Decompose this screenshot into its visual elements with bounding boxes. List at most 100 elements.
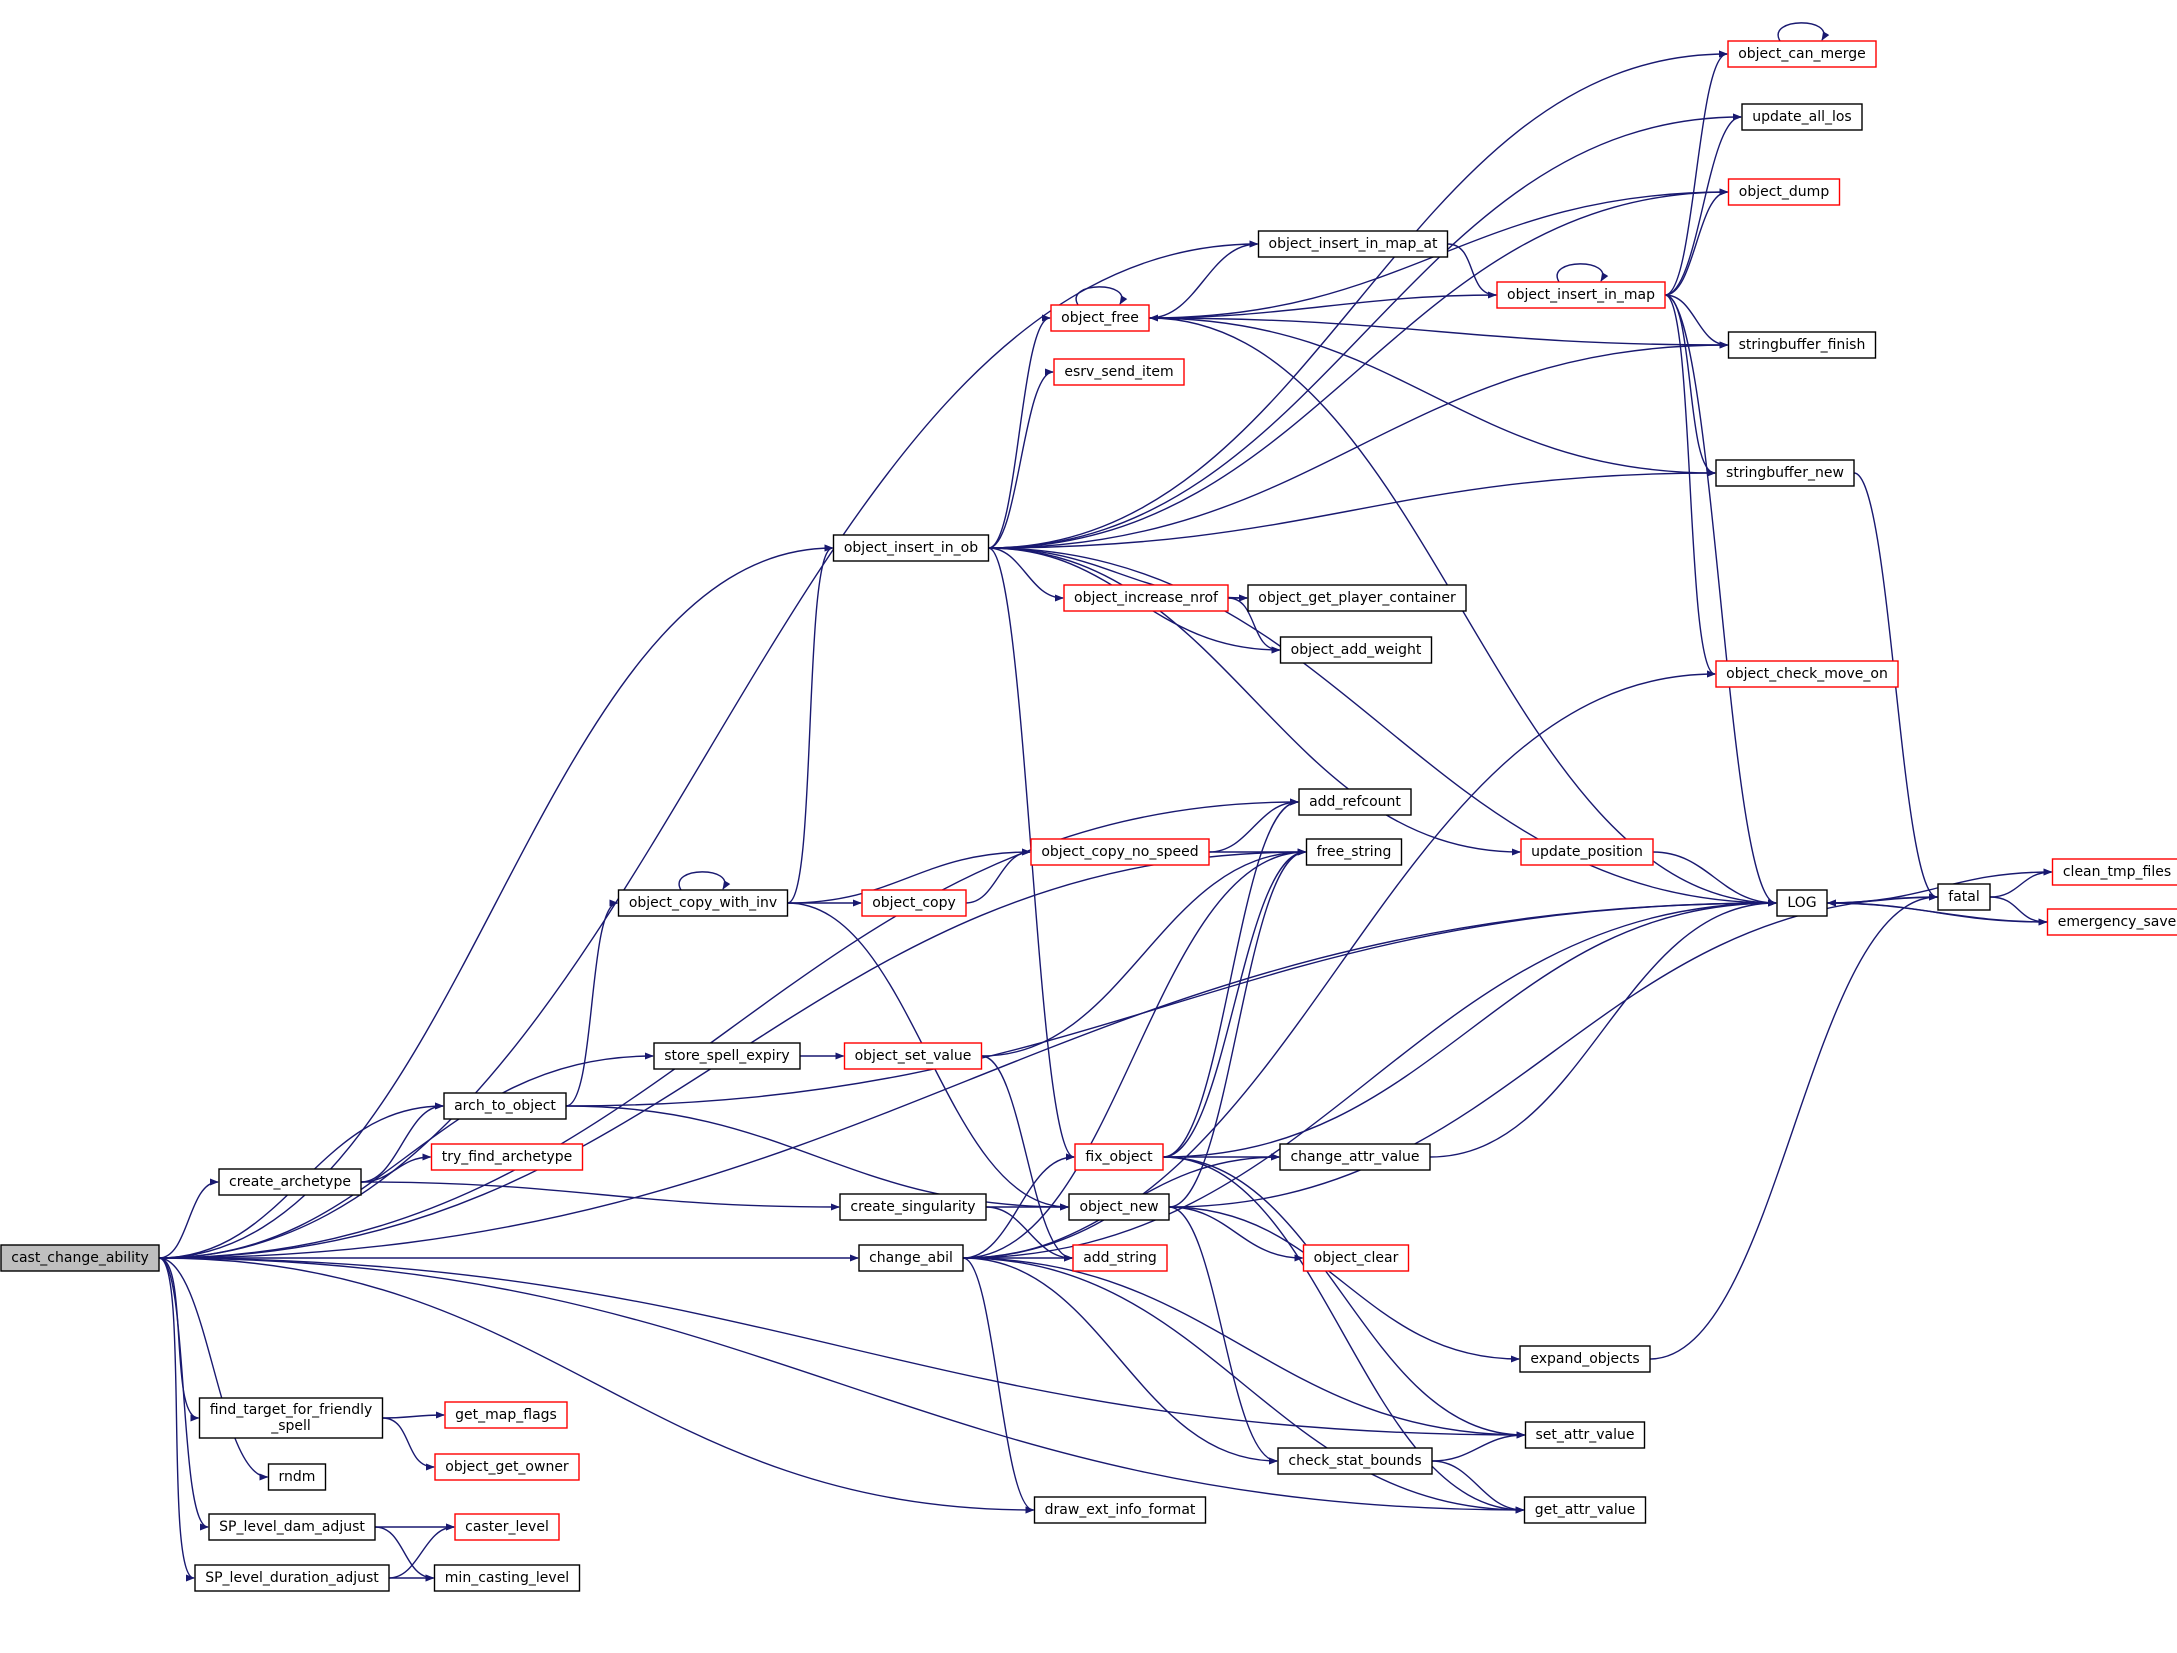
call-edge-object_insert_in_map-to-update_all_los [1664,113,1742,296]
call-edge-cast_change_ability-to-SP_level_dam_adjust [158,1257,209,1531]
function-node-object_copy[interactable]: object_copy [861,889,967,917]
function-node-update_position[interactable]: update_position [1520,838,1654,866]
function-node-label: add_refcount [1309,794,1401,810]
function-node-label: draw_ext_info_format [1045,1502,1196,1518]
function-node-object_check_move_on[interactable]: object_check_move_on [1715,660,1899,688]
function-node-free_string[interactable]: free_string [1305,838,1403,866]
function-node-box [1279,636,1433,664]
call-edge-object_free-to-stringbuffer_finish [1148,317,1729,349]
function-node-box [1257,230,1449,258]
function-node-check_stat_bounds[interactable]: check_stat_bounds [1277,1447,1433,1475]
function-node-object_dump[interactable]: object_dump [1727,178,1841,206]
function-node-object_copy_no_speed[interactable]: object_copy_no_speed [1030,838,1210,866]
function-node-label: store_spell_expiry [664,1048,789,1064]
call-edge-object_free-to-object_free [1075,286,1128,306]
function-node-box [1033,1496,1207,1524]
call-edge-object_insert_in_map-to-object_free [1149,294,1498,322]
function-node-add_string[interactable]: add_string [1072,1244,1168,1272]
function-node-draw_ext_info_format[interactable]: draw_ext_info_format [1033,1496,1207,1524]
function-node-object_insert_in_map[interactable]: object_insert_in_map [1496,281,1666,309]
function-node-SP_level_duration_adjust[interactable]: SP_level_duration_adjust [194,1564,390,1592]
function-node-add_refcount[interactable]: add_refcount [1298,788,1412,816]
function-node-stringbuffer_new[interactable]: stringbuffer_new [1715,459,1855,487]
function-node-label: expand_objects [1530,1351,1639,1367]
call-edge-check_stat_bounds-to-set_attr_value [1431,1431,1526,1462]
function-node-object_free[interactable]: object_free [1050,304,1150,332]
function-node-esrv_send_item[interactable]: esrv_send_item [1053,358,1185,386]
function-node-box [1053,358,1185,386]
function-node-change_abil[interactable]: change_abil [858,1244,964,1272]
call-edge-cast_change_ability-to-draw_ext_info_format [158,1257,1035,1514]
function-node-object_add_weight[interactable]: object_add_weight [1279,636,1433,664]
call-edge-cast_change_ability-to-LOG [158,899,1777,1259]
call-edge-create_archetype-to-create_singularity [360,1181,840,1211]
function-node-SP_level_dam_adjust[interactable]: SP_level_dam_adjust [208,1513,376,1541]
call-edge-find_target_for_friendly_spell-to-object_get_owner [382,1417,435,1471]
function-node-caster_level[interactable]: caster_level [454,1513,560,1541]
function-node-object_copy_with_inv[interactable]: object_copy_with_inv [617,889,789,917]
function-node-object_new[interactable]: object_new [1068,1193,1170,1221]
call-edge-change_abil-to-check_stat_bounds [962,1257,1278,1465]
call-edge-fix_object-to-add_refcount [1162,798,1299,1158]
function-node-object_get_player_container[interactable]: object_get_player_container [1247,584,1467,612]
function-node-fix_object[interactable]: fix_object [1074,1143,1164,1171]
function-node-object_can_merge[interactable]: object_can_merge [1727,40,1877,68]
function-node-get_map_flags[interactable]: get_map_flags [444,1401,568,1429]
call-edge-object_insert_in_ob-to-esrv_send_item [988,368,1054,549]
call-edge-object_free-to-stringbuffer_new [1148,317,1716,477]
call-edge-fix_object-to-get_attr_value [1162,1156,1525,1514]
function-node-object_get_owner[interactable]: object_get_owner [434,1453,580,1481]
function-node-object_clear[interactable]: object_clear [1302,1244,1410,1272]
function-node-arch_to_object[interactable]: arch_to_object [443,1092,567,1120]
function-node-label: get_map_flags [455,1407,557,1423]
function-node-cast_change_ability[interactable]: cast_change_ability [0,1244,160,1272]
function-node-box [1063,584,1229,612]
function-node-set_attr_value[interactable]: set_attr_value [1524,1421,1646,1449]
call-edge-object_insert_in_map-to-object_insert_in_map [1556,263,1609,283]
function-node-box [1247,584,1467,612]
call-edge-change_abil-to-set_attr_value [962,1257,1526,1439]
function-node-object_increase_nrof[interactable]: object_increase_nrof [1063,584,1229,612]
function-node-label: object_insert_in_map [1507,287,1655,303]
function-node-find_target_for_friendly_spell[interactable]: find_target_for_friendly_spell [198,1397,384,1439]
function-node-try_find_archetype[interactable]: try_find_archetype [430,1143,584,1171]
call-edge-object_copy_no_speed-to-add_refcount [1208,798,1299,853]
function-node-rndm[interactable]: rndm [267,1463,327,1491]
function-node-label: arch_to_object [454,1098,556,1114]
call-edge-create_archetype-to-arch_to_object [360,1102,444,1183]
function-node-get_attr_value[interactable]: get_attr_value [1523,1496,1647,1524]
function-node-box [858,1244,964,1272]
function-node-label: try_find_archetype [442,1149,573,1165]
function-node-min_casting_level[interactable]: min_casting_level [433,1564,581,1592]
call-edge-cast_change_ability-to-SP_level_duration_adjust [158,1257,195,1582]
function-node-change_attr_value[interactable]: change_attr_value [1279,1143,1431,1171]
function-node-object_set_value[interactable]: object_set_value [843,1042,983,1070]
function-node-label: change_attr_value [1290,1149,1419,1165]
call-edge-arch_to_object-to-object_copy_with_inv [565,899,619,1107]
call-edge-cast_change_ability-to-set_attr_value [158,1257,1526,1439]
function-node-stringbuffer_finish[interactable]: stringbuffer_finish [1727,331,1877,359]
function-node-fatal[interactable]: fatal [1937,883,1991,911]
function-node-box [444,1401,568,1429]
function-node-clean_tmp_files[interactable]: clean_tmp_files [2051,858,2177,886]
function-node-create_singularity[interactable]: create_singularity [839,1193,987,1221]
function-node-object_insert_in_map_at[interactable]: object_insert_in_map_at [1257,230,1449,258]
function-node-update_all_los[interactable]: update_all_los [1741,103,1863,131]
function-node-expand_objects[interactable]: expand_objects [1519,1345,1651,1373]
function-node-label: SP_level_dam_adjust [219,1519,365,1535]
function-node-box [1727,331,1877,359]
function-node-object_insert_in_ob[interactable]: object_insert_in_ob [832,534,990,562]
function-node-box [1937,883,1991,911]
function-node-label: create_singularity [850,1199,975,1215]
call-edge-object_insert_in_map-to-object_dump [1664,188,1729,296]
function-node-label: object_check_move_on [1726,666,1888,682]
function-node-label: object_set_value [855,1048,972,1064]
call-edge-object_can_merge-to-object_can_merge [1777,22,1830,42]
function-node-create_archetype[interactable]: create_archetype [218,1168,362,1196]
function-node-box [617,889,789,917]
function-node-label: emergency_save [2058,914,2177,930]
function-node-emergency_save[interactable]: emergency_save [2046,908,2177,936]
function-node-LOG[interactable]: LOG [1776,889,1828,917]
function-node-box [1519,1345,1651,1373]
function-node-store_spell_expiry[interactable]: store_spell_expiry [653,1042,801,1070]
